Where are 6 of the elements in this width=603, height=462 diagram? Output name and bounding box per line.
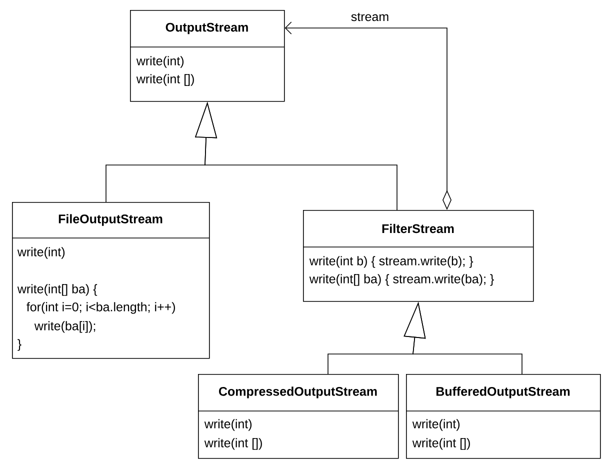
edge-label: stream	[350, 12, 390, 22]
class-box: FilterStream write(int b) { stream.write(b); } write(int[] ba) { stream.write(ba); }	[302, 210, 534, 302]
class-box: CompressedOutputStream write(int) write(int [])	[198, 374, 399, 459]
class-box: BufferedOutputStream write(int) write(int [])	[406, 374, 601, 459]
class-box: OutputStream write(int) write(int [])	[130, 10, 285, 102]
class-box: FileOutputStream write(int) write(int[] ba) { for(int i=0; i<ba.length; i++) write(ba[i]); }	[12, 202, 210, 359]
